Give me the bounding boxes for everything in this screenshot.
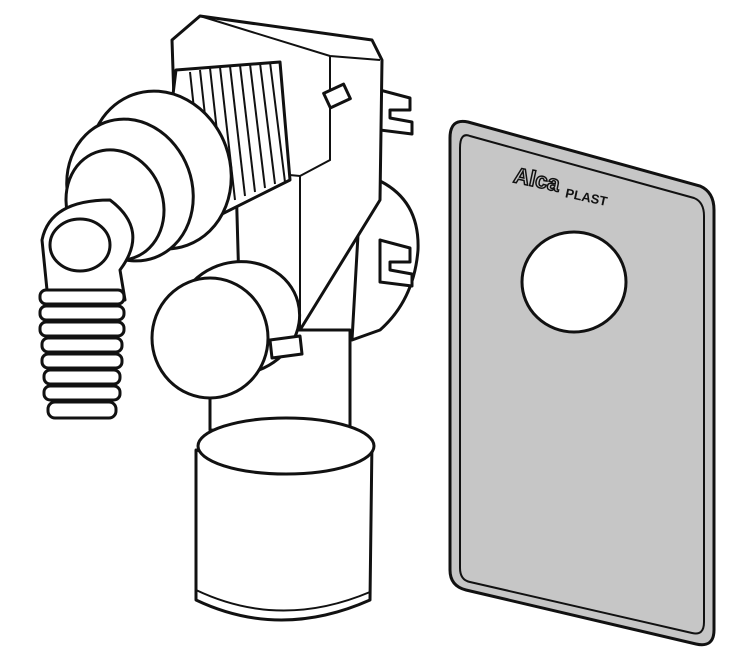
plate-hole xyxy=(520,230,628,334)
hose-barb xyxy=(38,288,126,420)
cap xyxy=(150,260,304,400)
siphon xyxy=(38,14,420,622)
cover-plate: Alca PLAST xyxy=(448,119,716,647)
